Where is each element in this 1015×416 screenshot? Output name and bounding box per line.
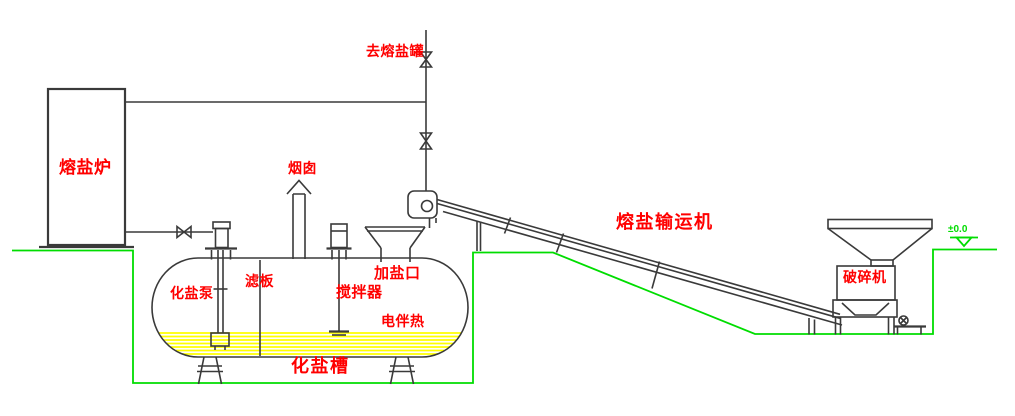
valve-icon-upper: [418, 51, 434, 68]
ground-pit-outline: [12, 248, 997, 384]
elevation-marker: [950, 236, 978, 248]
conveyor-head-chute: [407, 190, 438, 228]
label-salt-pump: 化盐泵: [170, 285, 214, 301]
dissolving-tank-outline: [151, 257, 469, 358]
label-salt-inlet: 加盐口: [374, 265, 421, 282]
label-heat-trace: 电伴热: [381, 313, 425, 329]
label-conveyor: 熔盐输运机: [616, 212, 714, 232]
furnace-outline: [39, 87, 134, 249]
label-salt-tank: 化盐槽: [291, 356, 350, 376]
agitator-assembly: [326, 223, 352, 336]
label-furnace: 熔盐炉: [59, 158, 112, 177]
crusher-motor-icon: [898, 315, 909, 326]
label-crusher: 破碎机: [843, 269, 887, 285]
label-chimney: 烟囱: [288, 160, 317, 176]
tank-support-legs: [197, 356, 415, 385]
pipe-to-melt-tank: [125, 30, 427, 191]
label-elevation: ±0.0: [948, 224, 968, 235]
valve-icon-lower: [418, 132, 434, 150]
conveyor-truss: [436, 198, 843, 326]
salt-pump-assembly: [205, 221, 237, 350]
crusher-stand: [894, 325, 926, 335]
crusher-hopper: [827, 218, 933, 267]
salt-inlet-hopper: [364, 226, 426, 262]
conveyor-supports: [476, 221, 816, 335]
chimney-shape: [286, 179, 312, 259]
label-to-melt-tank: 去熔盐罐: [366, 43, 424, 59]
valve-icon-pump-inlet: [176, 224, 192, 240]
label-agitator: 搅拌器: [336, 284, 383, 301]
crusher-body: [832, 265, 898, 335]
liquid-level-lines: [159, 332, 461, 355]
label-filter-plate: 滤板: [245, 273, 274, 289]
